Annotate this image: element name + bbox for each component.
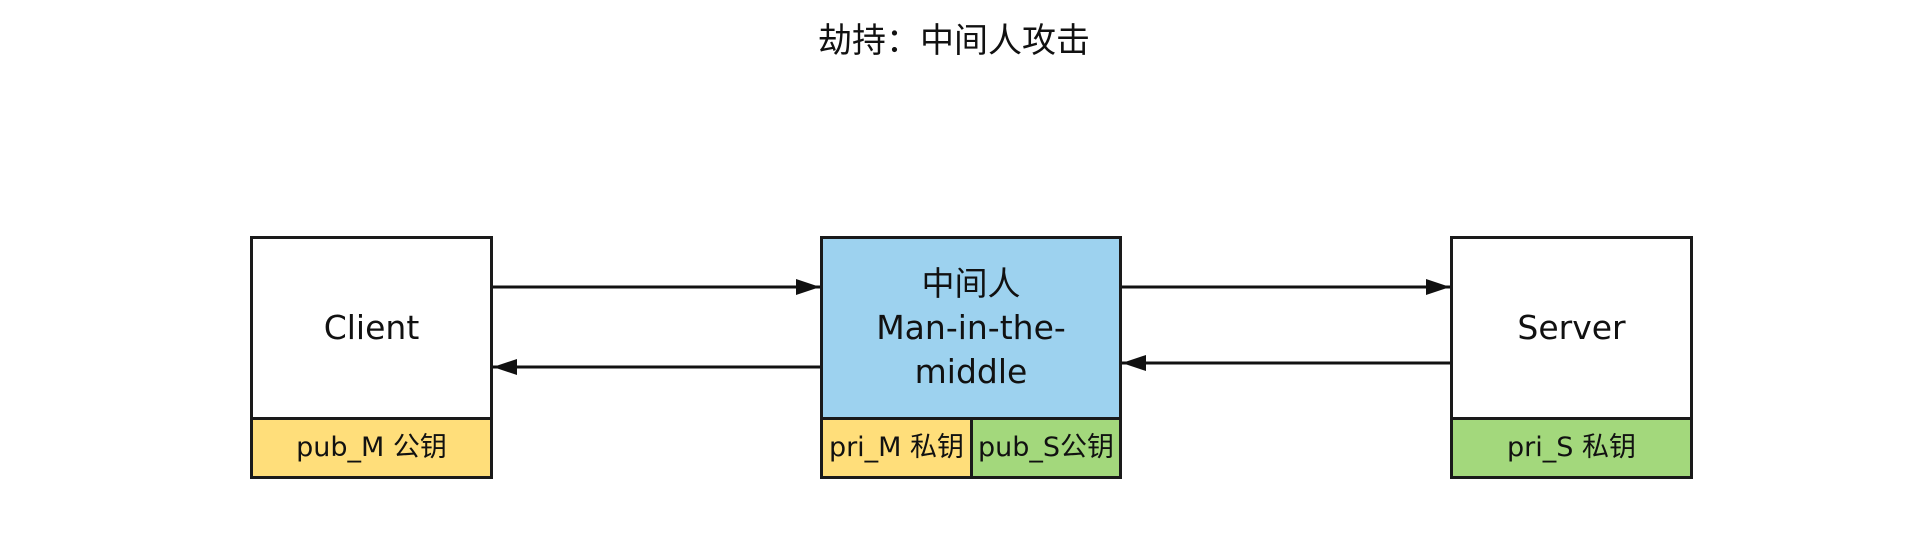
server-private-key: pri_S 私钥 xyxy=(1450,417,1693,479)
mitm-label-zh: 中间人 xyxy=(921,264,1021,303)
server-node: Server xyxy=(1450,236,1693,420)
mitm-server-public-key-label: pub_S公钥 xyxy=(977,432,1115,463)
mitm-server-public-key: pub_S公钥 xyxy=(970,417,1122,479)
mitm-label-en: Man-in-the-middle xyxy=(876,308,1066,391)
client-key-label: pub_M 公钥 xyxy=(296,432,447,463)
diagram-title: 劫持：中间人攻击 xyxy=(818,21,1090,61)
mitm-private-key-label: pri_M 私钥 xyxy=(828,432,965,463)
server-label: Server xyxy=(1517,308,1626,347)
man-in-the-middle-node: 中间人 Man-in-the-middle xyxy=(820,236,1122,420)
mitm-private-key: pri_M 私钥 xyxy=(820,417,973,479)
client-node: Client xyxy=(250,236,493,420)
client-label: Client xyxy=(323,308,420,347)
server-key-label: pri_S 私钥 xyxy=(1507,432,1636,463)
client-public-key: pub_M 公钥 xyxy=(250,417,493,479)
